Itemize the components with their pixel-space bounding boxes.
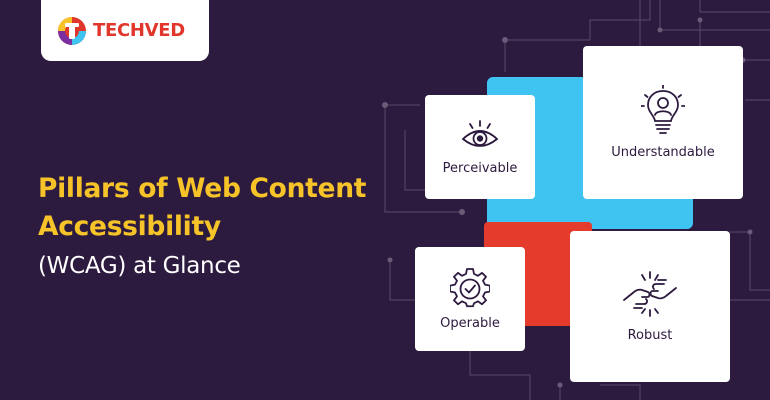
pillar-card-robust: Robust <box>570 231 730 382</box>
lightbulb-person-icon <box>641 85 685 135</box>
title-line-1: Pillars of Web Content <box>38 173 367 204</box>
fist-bump-icon <box>622 270 678 318</box>
page-title: Pillars of Web Content Accessibility <box>38 170 398 246</box>
pillar-label-robust: Robust <box>627 328 673 343</box>
gear-check-icon <box>450 267 490 308</box>
pillar-card-understandable: Understandable <box>583 46 743 199</box>
pillar-label-understandable: Understandable <box>611 145 715 160</box>
title-line-2: Accessibility <box>38 211 221 242</box>
techved-logo-icon <box>58 16 86 45</box>
logo-wordmark: TECHVED <box>93 20 185 41</box>
page-subtitle: (WCAG) at Glance <box>38 253 241 279</box>
pillar-card-perceivable: Perceivable <box>425 95 535 199</box>
eye-icon <box>460 119 500 153</box>
pillar-card-operable: Operable <box>415 247 525 351</box>
pillar-label-operable: Operable <box>440 315 500 331</box>
pillar-label-perceivable: Perceivable <box>442 160 518 176</box>
brand-logo[interactable]: TECHVED <box>41 0 209 61</box>
